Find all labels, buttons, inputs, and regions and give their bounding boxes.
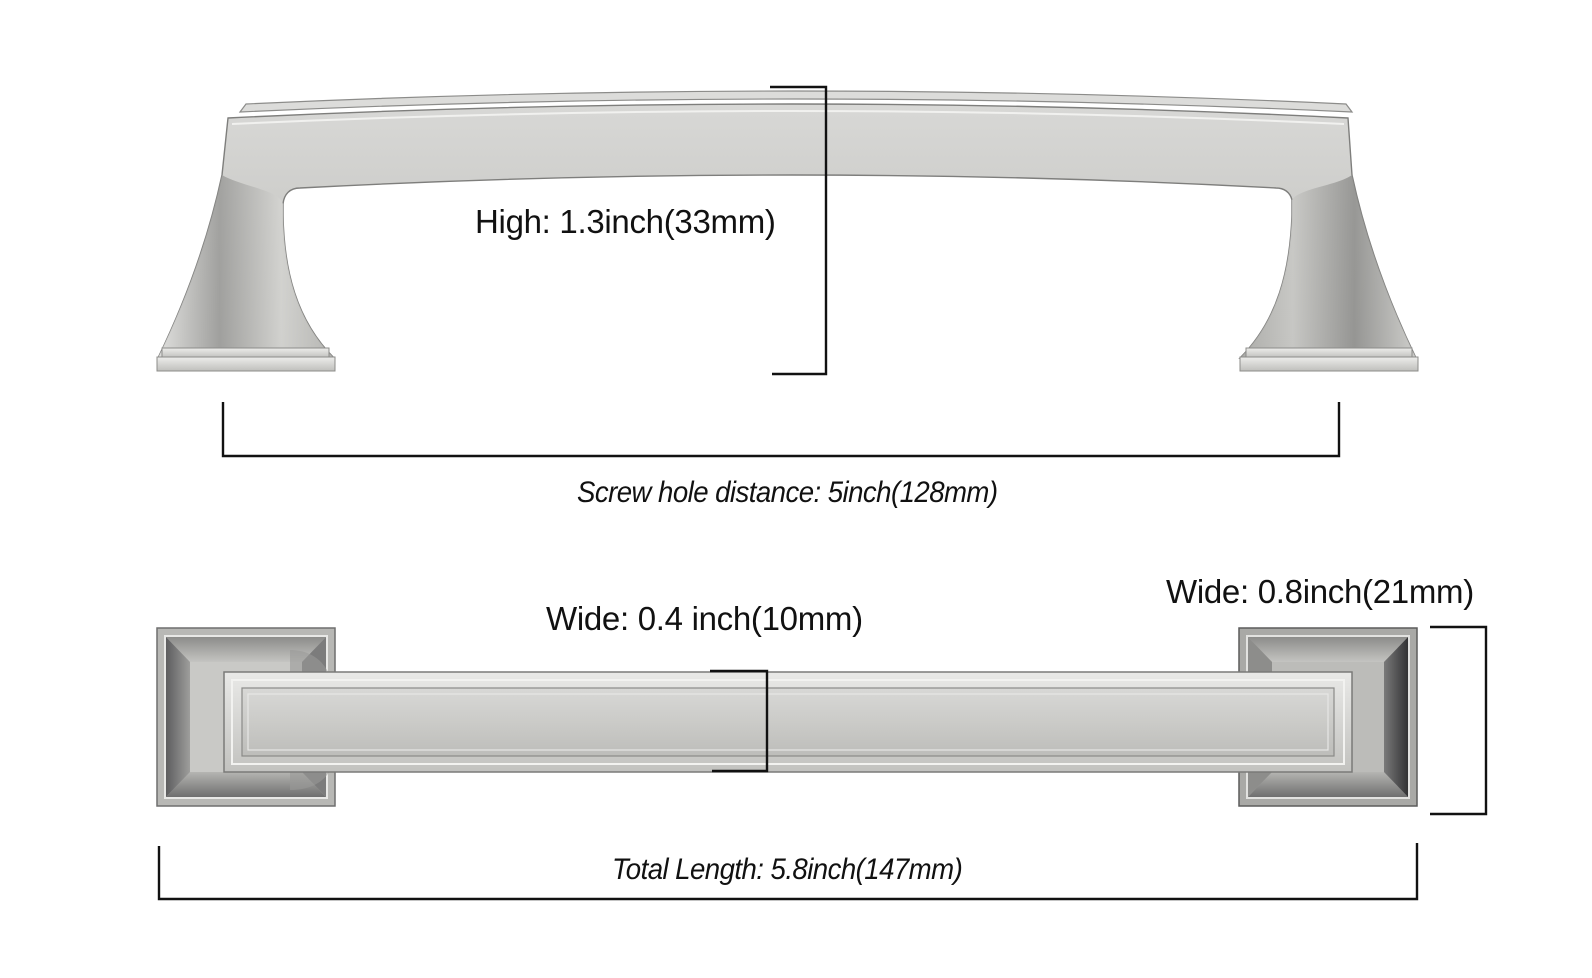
height-dimension-line — [770, 85, 828, 376]
right-base-plate — [1239, 356, 1419, 372]
base-width-label: Wide: 0.8inch(21mm) — [1166, 573, 1474, 610]
handle-bar — [223, 671, 1353, 773]
right-leg-shading — [1240, 175, 1416, 358]
bar-width-label: Wide: 0.4 inch(10mm) — [546, 600, 863, 637]
screw-hole-distance-label: Screw hole distance: 5inch(128mm) — [577, 476, 998, 509]
handle-side-view — [156, 90, 1419, 372]
top-highlight — [231, 110, 1345, 125]
handle-top-rail — [238, 90, 1354, 113]
handle-top-view — [156, 627, 1418, 807]
left-base-plate — [156, 356, 336, 372]
handle-arch-body — [156, 103, 1418, 359]
screw-hole-dimension-line — [221, 402, 1341, 458]
left-leg-shading — [158, 175, 334, 358]
total-length-dimension-line — [157, 843, 1419, 901]
total-length-label: Total Length: 5.8inch(147mm) — [612, 853, 963, 886]
bar-width-dimension-line — [710, 669, 769, 773]
height-label: High: 1.3inch(33mm) — [475, 203, 776, 240]
base-width-dimension-line — [1430, 625, 1488, 816]
